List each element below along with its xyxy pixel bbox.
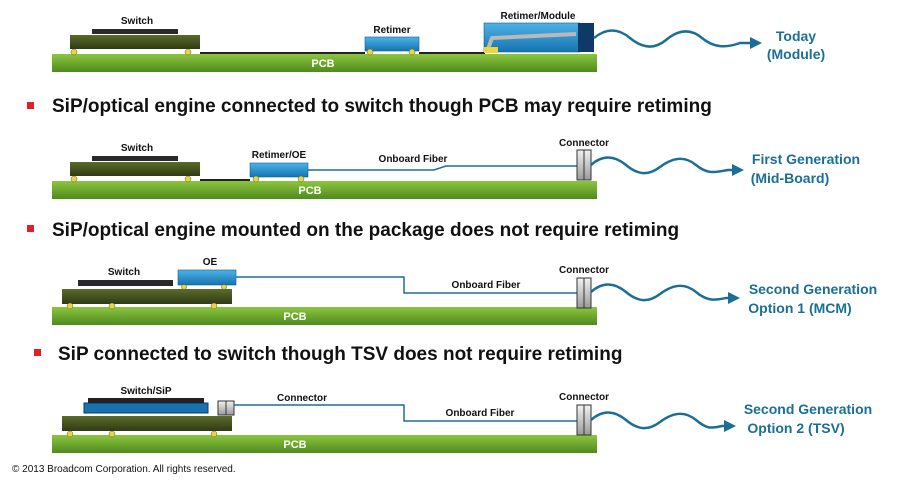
wavy-fiber [590, 156, 734, 175]
wavy-fiber [590, 411, 726, 430]
gen-line-2: Option 2 (TSV) [747, 420, 844, 436]
arrow-head [724, 420, 736, 432]
solder-ball [366, 48, 374, 56]
solder-ball [66, 430, 74, 438]
solder-ball [210, 430, 218, 438]
gen-line-1: Second Generation [744, 401, 872, 417]
oe-chip [177, 269, 237, 286]
solder-ball [408, 48, 416, 56]
solder-ball [70, 175, 78, 183]
row-first-generation: PCB Switch Retimer/OE Onboard Fiber Conn… [52, 138, 860, 199]
switch-sip-label: Switch/SiP [120, 386, 171, 397]
connector-label: Connector [559, 138, 609, 149]
switch-label: Switch [108, 267, 140, 278]
pcb-label: PCB [298, 185, 321, 197]
module-flex-cable [486, 32, 577, 50]
switch-die [92, 29, 178, 34]
solder-ball [108, 302, 116, 310]
solder-ball [210, 302, 218, 310]
bullet-3: SiP connected to switch though TSV does … [34, 344, 622, 365]
arrow-head [728, 292, 740, 304]
gen-line-2: (Mid-Board) [751, 170, 830, 186]
switch-sip-die [83, 402, 209, 414]
fiber-label: Onboard Fiber [452, 280, 521, 291]
pcb-label: PCB [283, 439, 306, 451]
switch-package [70, 35, 200, 49]
onboard-fiber [234, 404, 578, 422]
mcm-package [62, 289, 232, 304]
pcb-label: PCB [283, 311, 306, 323]
pcb-board [52, 181, 597, 199]
switch-package [70, 162, 200, 176]
pcb-label: PCB [311, 58, 334, 70]
copyright-text: © 2013 Broadcom Corporation. All rights … [12, 464, 236, 475]
gen-line-1: Today [776, 28, 816, 44]
pcb-board [52, 435, 597, 453]
switch-label: Switch [121, 143, 153, 154]
arrow-head [732, 164, 744, 176]
connector-label: Connector [277, 393, 327, 404]
fiber-label: Onboard Fiber [379, 154, 448, 165]
bullet-marker [34, 349, 41, 356]
solder-ball [184, 175, 192, 183]
wavy-fiber [593, 29, 752, 48]
arrow-head [750, 37, 762, 49]
bullet-1: SiP/optical engine connected to switch t… [27, 96, 712, 117]
connector-label: Connector [559, 392, 609, 403]
wavy-fiber [590, 283, 730, 302]
switch-label: Switch [121, 16, 153, 27]
module-connector [484, 47, 498, 53]
retimer-chip [364, 36, 420, 52]
switch-die [78, 280, 173, 286]
switch-sip-top [88, 398, 204, 403]
switch-die [92, 156, 178, 161]
gen-line-1: First Generation [752, 151, 860, 167]
oe-label: OE [203, 257, 218, 268]
solder-ball [181, 284, 187, 290]
row-second-generation-tsv: PCB Switch/SiP Connector Onboard Fiber C… [52, 386, 872, 453]
bullet-text: SiP connected to switch though TSV does … [58, 344, 622, 365]
retimer-label: Retimer [373, 25, 410, 36]
solder-ball [108, 430, 116, 438]
solder-ball [297, 175, 305, 183]
bullet-marker [27, 225, 34, 232]
solder-ball [252, 175, 260, 183]
pcb-board [52, 307, 597, 325]
onboard-fiber [308, 165, 578, 171]
gen-line-2: Option 1 (MCM) [748, 300, 851, 316]
tsv-package [62, 416, 232, 431]
module-end-block [578, 23, 594, 52]
bullet-text: SiP/optical engine mounted on the packag… [52, 220, 679, 241]
onboard-fiber [236, 276, 578, 294]
row-second-generation-mcm: PCB Switch OE Onboard Fiber Connector Se… [52, 257, 877, 325]
bullet-text: SiP/optical engine connected to switch t… [52, 96, 712, 117]
bullet-marker [27, 102, 34, 109]
gen-line-2: (Module) [767, 46, 825, 62]
connector-label: Connector [559, 265, 609, 276]
solder-ball [221, 284, 227, 290]
retimer-oe-label: Retimer/OE [252, 150, 307, 161]
gen-line-1: Second Generation [749, 281, 877, 297]
retimer-oe-chip [249, 162, 309, 178]
solder-ball [70, 48, 78, 56]
module-label: Retimer/Module [500, 11, 575, 22]
row-today: PCB Switch Retimer Retimer/Module Today … [52, 11, 825, 72]
solder-ball [184, 48, 192, 56]
solder-ball [66, 302, 74, 310]
bullet-2: SiP/optical engine mounted on the packag… [27, 220, 679, 241]
pcb-board [52, 54, 597, 72]
fiber-label: Onboard Fiber [446, 408, 515, 419]
